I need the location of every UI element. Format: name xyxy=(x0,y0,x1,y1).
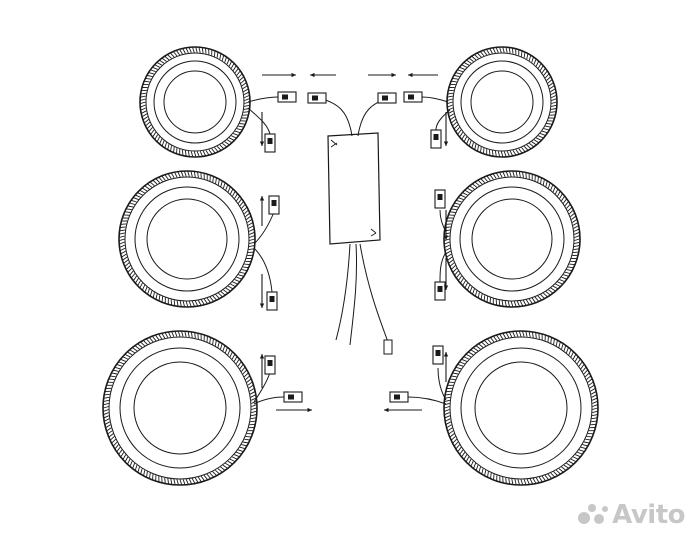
lamp-rim-inner xyxy=(108,336,252,480)
lamp-bottom-right xyxy=(443,330,599,486)
lamp-knurl xyxy=(444,331,598,485)
lamp-plug xyxy=(434,281,446,301)
lamp-rim-inner xyxy=(449,336,593,480)
lamp-rim-inner xyxy=(449,176,575,302)
lamp-plug xyxy=(389,391,409,403)
lamp-plug xyxy=(264,133,276,153)
lamp-rim-inner xyxy=(145,52,245,152)
lamp-plug xyxy=(430,129,442,149)
lamp-knurl xyxy=(119,171,255,307)
input-plug xyxy=(383,339,393,355)
lamp-body xyxy=(153,60,237,144)
arrow-down xyxy=(443,258,449,290)
arrow-up xyxy=(259,196,265,226)
driver-corner-mark xyxy=(370,228,377,237)
lamp-plug xyxy=(266,291,278,311)
lamp-rim xyxy=(118,170,256,308)
lamp-lens xyxy=(146,198,228,280)
lamp-rim xyxy=(443,330,599,486)
lamp-plug xyxy=(277,91,297,103)
driver-plug-left xyxy=(307,92,327,104)
lamp-knurl xyxy=(447,47,557,157)
lamp-middle-right xyxy=(443,170,581,308)
power-driver-box xyxy=(327,132,381,245)
lamp-wire xyxy=(437,367,447,401)
input-wire xyxy=(359,243,389,343)
arrow-right xyxy=(276,407,312,413)
arrow-left xyxy=(384,407,422,413)
lamp-body xyxy=(460,60,544,144)
arrow-down xyxy=(443,210,449,240)
lamp-lens xyxy=(470,70,534,134)
lamp-plug xyxy=(268,195,280,215)
lamp-plug xyxy=(283,391,303,403)
driver-lead-left xyxy=(319,97,353,137)
arrow-down xyxy=(259,274,265,308)
lamp-plug xyxy=(434,189,446,209)
lamp-body xyxy=(459,186,565,292)
lamp-body xyxy=(134,186,240,292)
arrow-down xyxy=(259,112,265,146)
lamp-wire xyxy=(253,211,275,245)
driver-corner-mark xyxy=(330,139,338,148)
lamp-bottom-left xyxy=(102,330,258,486)
arrow-up xyxy=(443,352,449,382)
lamp-lens xyxy=(163,70,227,134)
lamp-wire xyxy=(247,96,279,103)
lamp-body xyxy=(460,347,582,469)
lamp-top-right xyxy=(446,46,558,158)
lamp-rim xyxy=(139,46,251,158)
lamp-plug xyxy=(432,345,444,365)
lamp-wire xyxy=(253,247,273,293)
arrow-left xyxy=(408,72,438,78)
input-wire xyxy=(335,243,351,341)
lamp-wire xyxy=(439,251,447,283)
driver-outline xyxy=(327,132,381,245)
lamp-body xyxy=(119,347,241,469)
arrow-right xyxy=(368,72,396,78)
lamp-wire xyxy=(407,396,447,405)
driver-lead-right xyxy=(357,97,389,137)
lamp-rim xyxy=(102,330,258,486)
lamp-wire xyxy=(435,109,451,131)
lamp-lens xyxy=(474,361,568,455)
lamp-plug xyxy=(264,355,276,375)
arrow-right xyxy=(262,72,296,78)
lamp-knurl xyxy=(444,171,580,307)
lamp-knurl xyxy=(140,47,250,157)
lamp-lens xyxy=(133,361,227,455)
arrow-down xyxy=(443,112,449,146)
lamp-lens xyxy=(471,198,553,280)
input-wire xyxy=(349,243,358,346)
lamp-top-left xyxy=(139,46,251,158)
lamp-wire xyxy=(421,96,449,103)
lamp-wire xyxy=(247,107,271,135)
lamp-rim-inner xyxy=(452,52,552,152)
lamp-wire xyxy=(439,209,447,233)
lamp-wire xyxy=(253,396,285,405)
lamp-knurl xyxy=(103,331,257,485)
arrow-left xyxy=(310,72,336,78)
lamp-plug xyxy=(403,91,423,103)
arrow-up xyxy=(259,354,265,388)
lamp-rim-inner xyxy=(124,176,250,302)
lamp-middle-left xyxy=(118,170,256,308)
lamp-rim xyxy=(443,170,581,308)
driver-plug-right xyxy=(377,92,397,104)
